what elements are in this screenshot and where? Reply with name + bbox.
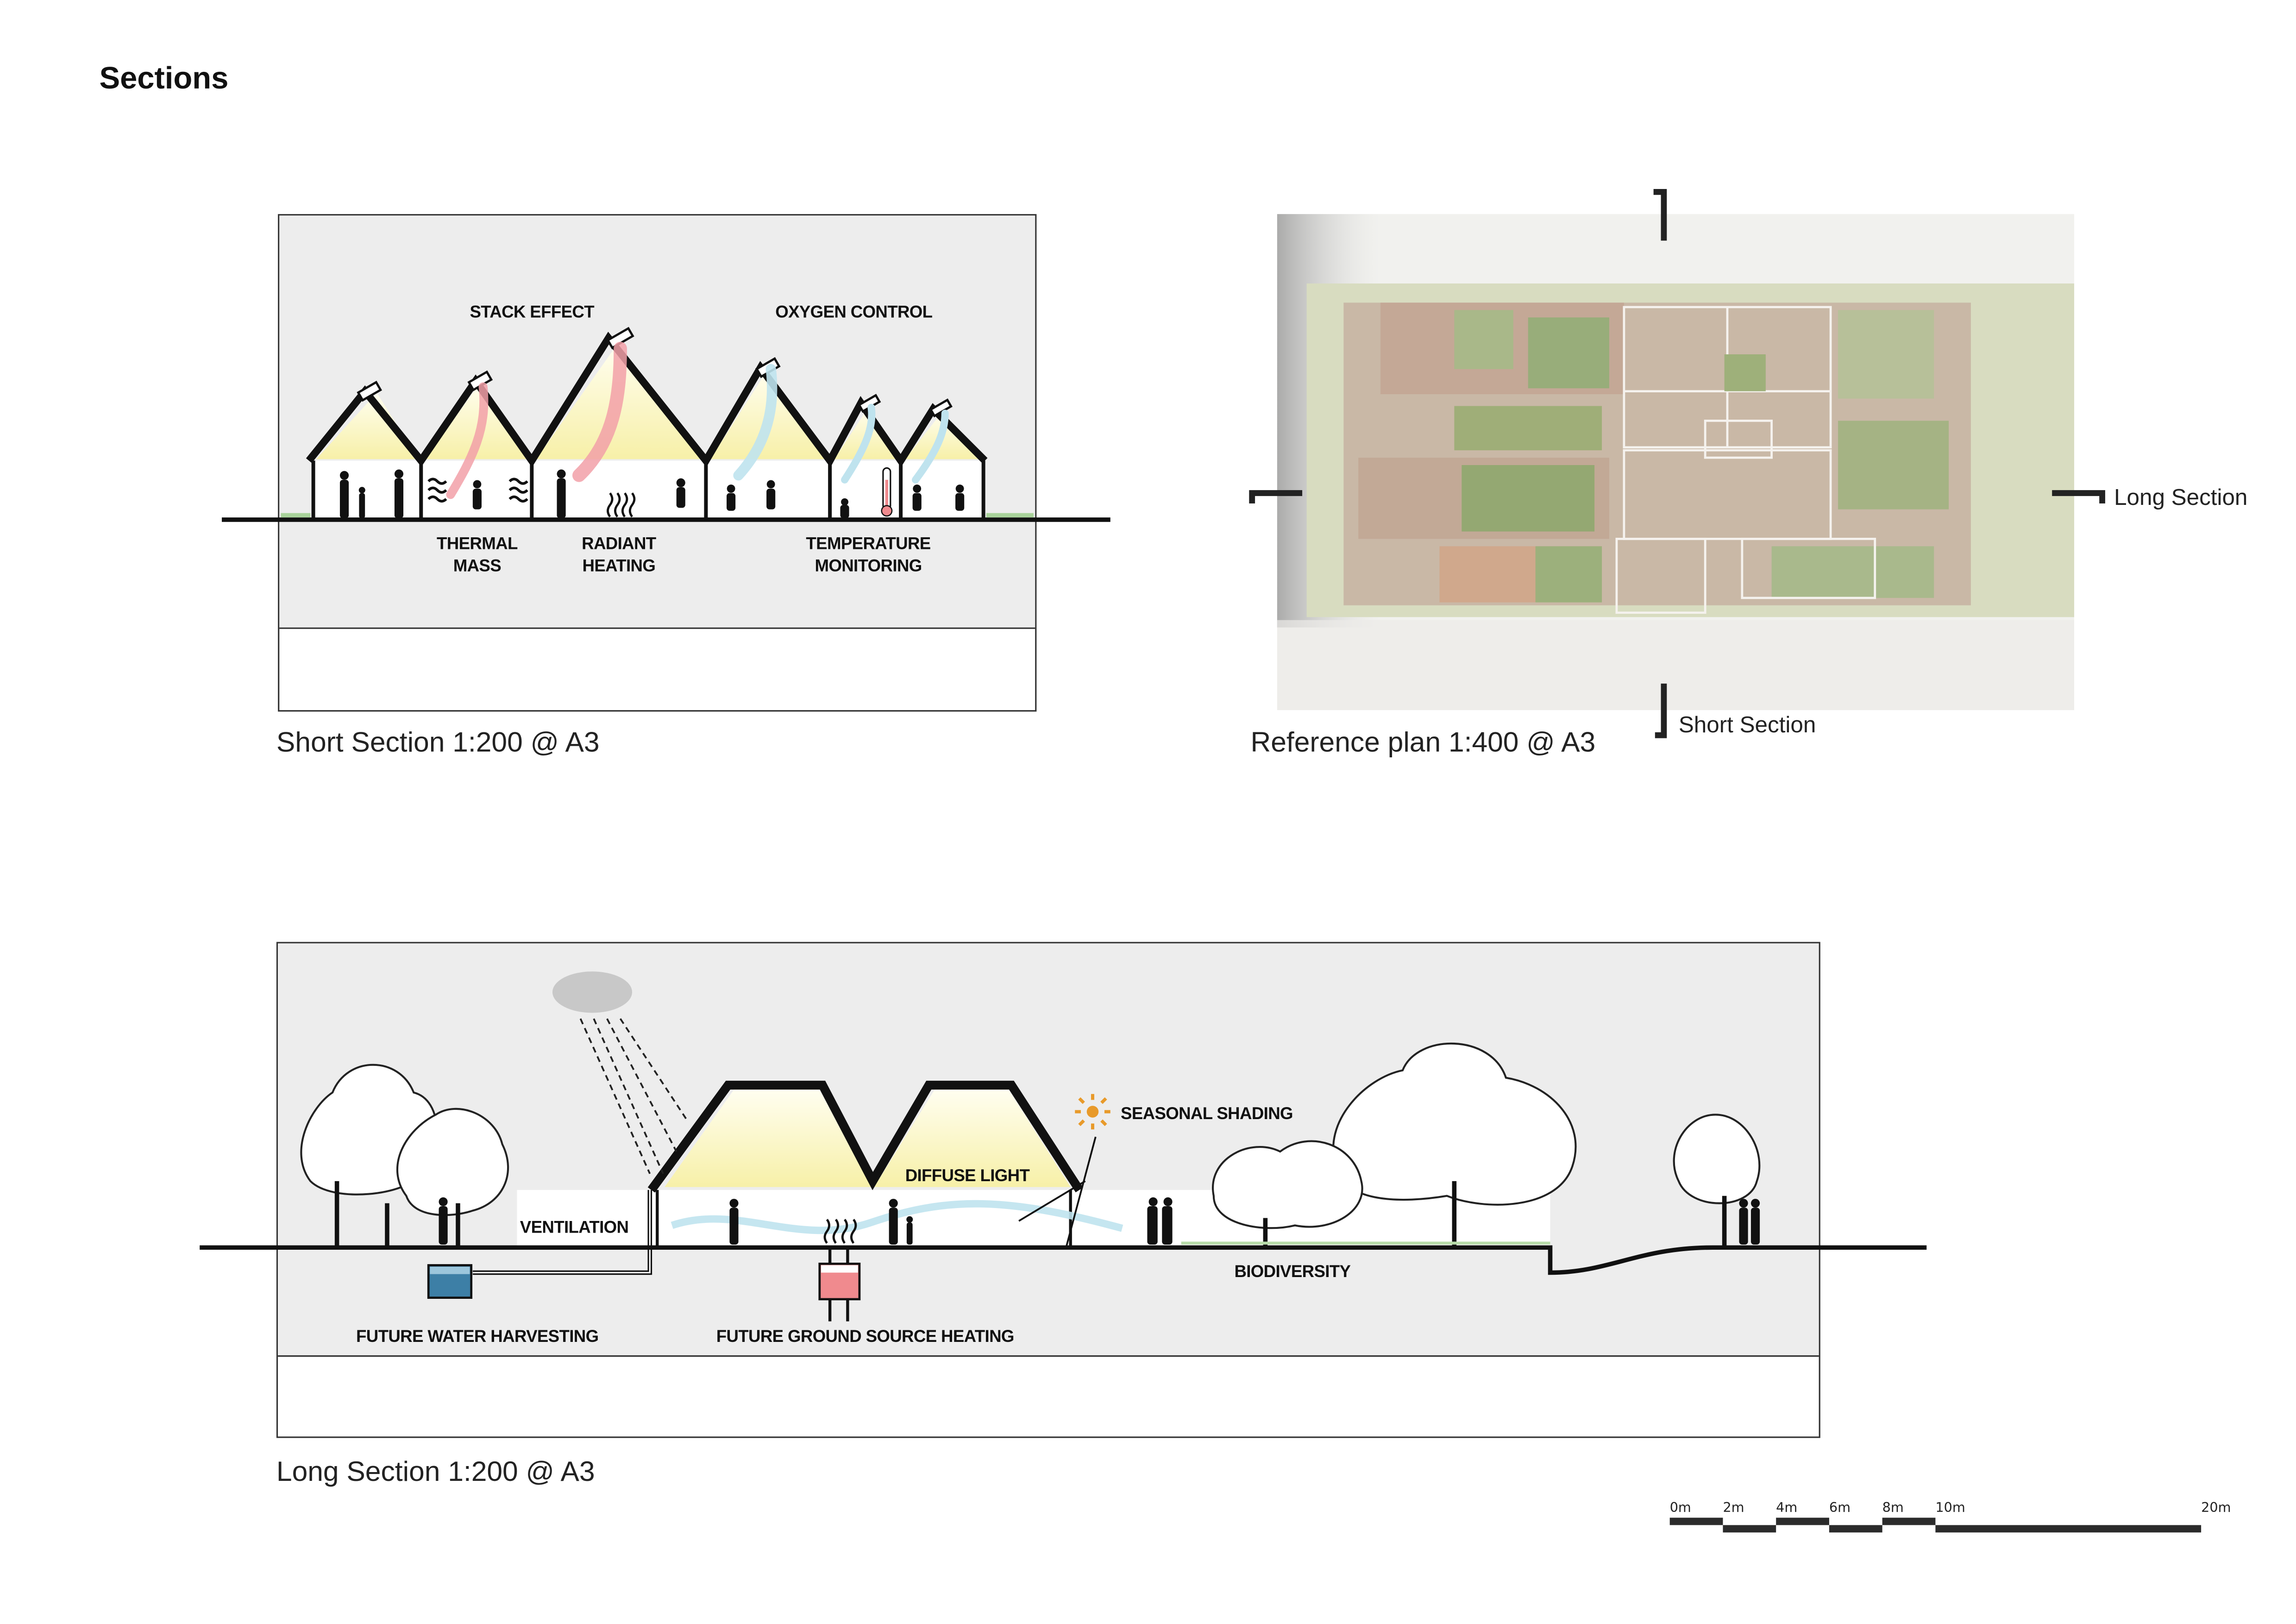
reference-plan-image xyxy=(1277,214,2075,711)
cool-air-flow xyxy=(733,364,778,481)
radiant-heating-icon xyxy=(607,492,636,517)
section-marker-long-left xyxy=(1249,490,1303,504)
water-tank-icon xyxy=(427,1264,473,1299)
scale-tick-0m: 0m xyxy=(1670,1499,1691,1515)
label-temperature-monitoring-2: MONITORING xyxy=(815,556,922,575)
label-biodiversity: BIODIVERSITY xyxy=(1234,1262,1350,1281)
label-thermal-mass-2: MASS xyxy=(453,556,501,575)
section-marker-short-bottom xyxy=(1655,683,1667,738)
long-section-caption: Long Section 1:200 @ A3 xyxy=(276,1455,595,1487)
label-future-water-harvesting: FUTURE WATER HARVESTING xyxy=(356,1327,598,1346)
cool-air-flow xyxy=(912,409,949,484)
scale-tick-10m: 10m xyxy=(1935,1499,1965,1515)
section-markers xyxy=(1249,189,2105,738)
sun-icon xyxy=(1075,1094,1110,1130)
trees xyxy=(300,1042,1761,1229)
label-future-ground-source-heating: FUTURE GROUND SOURCE HEATING xyxy=(716,1327,1014,1346)
people-silhouettes xyxy=(339,469,965,518)
warm-air-flow xyxy=(446,382,489,499)
scale-tick-8m: 8m xyxy=(1882,1499,1904,1515)
short-section-drawing: STACK EFFECT OXYGEN CONTROL THERMAL MASS… xyxy=(221,214,1110,712)
label-diffuse-light: DIFFUSE LIGHT xyxy=(905,1166,1030,1185)
thermal-mass-icon xyxy=(427,478,528,503)
scale-tick-2m: 2m xyxy=(1723,1499,1744,1515)
thermometer-icon xyxy=(881,467,893,517)
scale-bar: 0m 2m 4m 6m 8m 10m 20m xyxy=(1669,1499,2231,1533)
ground-source-heating-icon xyxy=(818,1247,861,1322)
label-radiant-heating-2: HEATING xyxy=(583,556,656,575)
scale-tick-20m: 20m xyxy=(2201,1499,2231,1515)
short-section-caption: Short Section 1:200 @ A3 xyxy=(276,726,600,757)
page-title: Sections xyxy=(99,61,228,95)
cool-air-flow xyxy=(841,403,876,484)
reference-plan-caption: Reference plan 1:400 @ A3 xyxy=(1251,726,1596,757)
short-section-marker-label: Short Section xyxy=(1679,712,1816,737)
label-oxygen-control: OXYGEN CONTROL xyxy=(775,302,932,321)
label-ventilation: VENTILATION xyxy=(520,1217,629,1236)
scale-tick-6m: 6m xyxy=(1829,1499,1851,1515)
people-silhouettes xyxy=(439,1197,1760,1245)
label-temperature-monitoring-1: TEMPERATURE xyxy=(806,534,930,553)
label-seasonal-shading: SEASONAL SHADING xyxy=(1121,1104,1293,1123)
section-marker-long-right xyxy=(2052,490,2105,504)
long-section-marker-label: Long Section xyxy=(2114,485,2247,510)
label-thermal-mass-1: THERMAL xyxy=(437,534,518,553)
warm-air-flow xyxy=(572,341,627,482)
long-section-drawing: SEASONAL SHADING DIFFUSE LIGHT VENTILATI… xyxy=(200,942,1927,1438)
section-marker-short-top xyxy=(1653,189,1667,241)
label-radiant-heating-1: RADIANT xyxy=(582,534,656,553)
rain-cloud-icon xyxy=(552,971,689,1174)
heat-rising-icon xyxy=(823,1219,857,1244)
label-stack-effect: STACK EFFECT xyxy=(470,302,594,321)
scale-tick-4m: 4m xyxy=(1776,1499,1797,1515)
